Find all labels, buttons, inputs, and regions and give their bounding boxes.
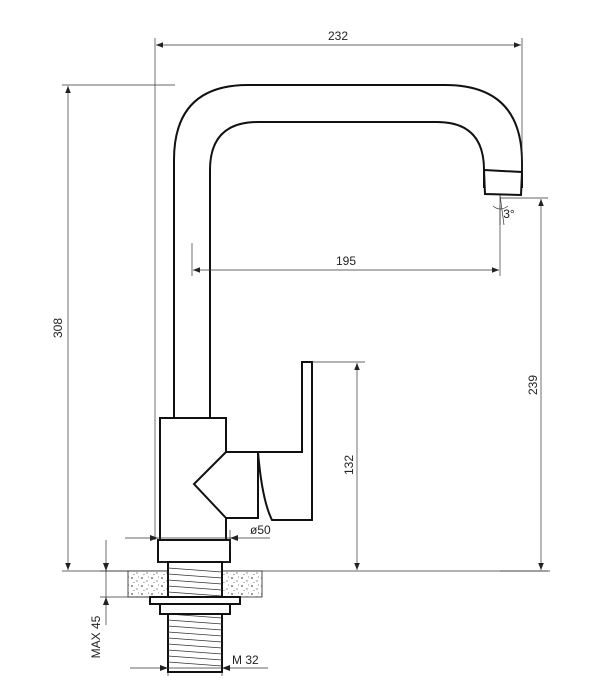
mixer-body <box>159 417 259 541</box>
countertop-left <box>127 570 169 598</box>
cartridge-notch <box>192 451 227 519</box>
base-ring <box>157 539 231 563</box>
aerator <box>482 168 524 197</box>
dim-reach: 195 <box>336 254 356 268</box>
fixing-washer <box>149 596 241 605</box>
countertop-right <box>221 570 263 598</box>
faucet-body <box>62 84 550 673</box>
dim-lever-height: 132 <box>342 455 356 475</box>
lever-handle <box>256 361 313 521</box>
dim-spout-angle: 3° <box>503 207 515 221</box>
spout-outer <box>173 84 523 418</box>
spout-inner <box>209 121 485 418</box>
dimension-lines <box>62 38 548 676</box>
dim-base-diameter: ø50 <box>250 523 271 537</box>
dim-thread: M 32 <box>232 653 259 667</box>
threaded-shank <box>167 561 223 673</box>
dim-overall-width: 232 <box>328 29 348 43</box>
fixing-nut <box>159 603 231 615</box>
dim-overall-height: 308 <box>51 318 65 338</box>
dim-spout-height: 239 <box>526 375 540 395</box>
dim-max-thickness: MAX 45 <box>89 615 103 658</box>
